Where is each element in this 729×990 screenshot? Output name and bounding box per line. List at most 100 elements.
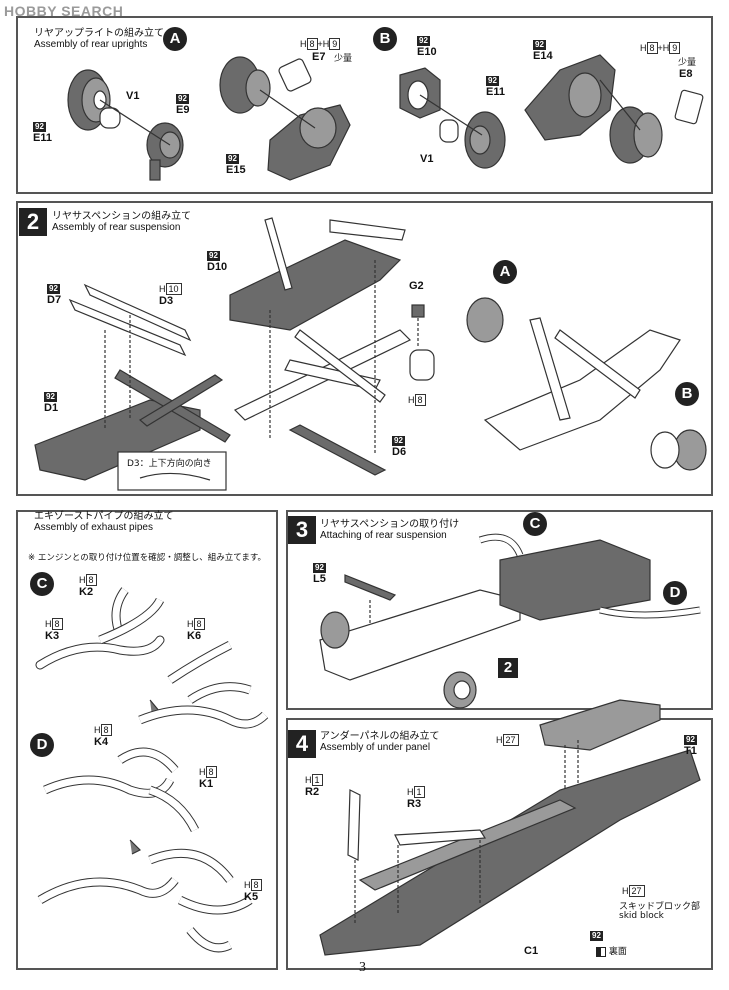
label-e14-text: E14	[533, 50, 553, 62]
label-e11-b: 92 E11	[486, 74, 505, 98]
label-e9: 92 E9	[176, 92, 189, 116]
label-v1-a: V1	[126, 90, 140, 102]
exhaust-marker-c: C	[30, 572, 54, 596]
label-d7: 92 D7	[47, 282, 61, 306]
engine-block	[499, 539, 651, 621]
tag-92: 92	[684, 735, 697, 745]
tag-92: 92	[392, 436, 405, 446]
tag-92: 92	[533, 40, 546, 50]
step3-marker-d: D	[663, 581, 687, 605]
exhaust-title-en: Assembly of exhaust pipes	[34, 522, 153, 533]
tag-92: 92	[207, 251, 220, 261]
step2-title-jp: リヤサスペンションの組み立て	[52, 211, 192, 222]
label-e11-a: 92 E11	[33, 120, 52, 144]
page-number: 3	[359, 960, 366, 975]
label-t1-text: T1	[684, 745, 697, 757]
step4-title-jp: アンダーパネルの組み立て	[320, 731, 440, 742]
rear-uprights-title-en: Assembly of rear uprights	[34, 39, 148, 50]
hub-assembly-a	[67, 69, 184, 181]
label-e8: E8	[679, 68, 693, 80]
label-k6-text: K6	[187, 630, 202, 642]
label-d1-text: D1	[44, 402, 59, 414]
tag-92: 92	[486, 76, 499, 86]
label-d10: 92 D10	[207, 249, 227, 273]
label-k4-text: K4	[94, 736, 109, 748]
label-k3-text: K3	[45, 630, 60, 642]
exhaust-note: ※ エンジンとの取り付け位置を確認・調整し、組み立てます。	[28, 553, 266, 563]
exhaust-marker-d: D	[30, 733, 54, 757]
label-e15: 92 E15	[226, 152, 246, 176]
step2-marker-a: A	[493, 260, 517, 284]
part-d10	[229, 239, 402, 331]
glue-amount-b: 少量	[678, 58, 697, 68]
panel-rear-uprights	[16, 16, 713, 194]
label-e10: 92 E10	[417, 34, 437, 58]
step2-title-en: Assembly of rear suspension	[52, 222, 181, 233]
skid-block-en: skid block	[619, 911, 664, 921]
part-d1	[34, 399, 201, 481]
label-d3-text: D3	[159, 295, 174, 307]
step3-marker-c: C	[523, 512, 547, 536]
upright-assembly-e15	[219, 56, 351, 181]
label-e15-text: E15	[226, 164, 246, 176]
label-e11-a-text: E11	[33, 132, 52, 144]
label-d10-text: D10	[207, 261, 228, 273]
label-k5-text: K5	[244, 891, 259, 903]
label-e11-b-text: E11	[486, 86, 505, 98]
step3-ref-step2: 2	[498, 658, 518, 678]
hobby-search-logo: HOBBY SEARCH	[4, 3, 124, 19]
label-l5: 92 L5	[313, 561, 326, 585]
reverse-side-label: 裏面	[596, 944, 627, 957]
label-r3-text: R3	[407, 798, 422, 810]
tag-92: 92	[417, 36, 430, 46]
label-e9-text: E9	[176, 104, 190, 116]
part-d3	[68, 298, 187, 357]
exhaust-title-jp: エキゾーストパイプの組み立て	[34, 511, 174, 522]
step3-title-en: Attaching of rear suspension	[320, 530, 447, 541]
label-d7-text: D7	[47, 294, 62, 306]
label-e14: 92 E14	[533, 38, 553, 62]
tag-92: 92	[590, 931, 603, 941]
step2-marker-b: B	[675, 382, 699, 406]
step4-title-en: Assembly of under panel	[320, 742, 431, 753]
label-r2-text: R2	[305, 786, 320, 798]
part-d6	[288, 424, 387, 476]
checker-icon	[596, 946, 606, 957]
panel-step2	[16, 201, 713, 496]
glue-amount-a: 少量	[334, 54, 353, 64]
skid-block	[358, 799, 577, 891]
tag-92: 92	[33, 122, 46, 132]
tag-92-bottom: 92	[590, 929, 603, 941]
part-r2	[347, 789, 361, 861]
label-g2: G2	[409, 280, 424, 292]
panel-exhaust	[16, 510, 278, 970]
part-t1	[539, 699, 661, 751]
step2-number: 2	[19, 208, 47, 236]
part-r3	[394, 829, 487, 846]
label-c1: C1	[524, 945, 539, 957]
d3-orientation-note: D3：上下方向の向き	[127, 459, 212, 469]
step3-title-jp: リヤサスペンションの取り付け	[320, 519, 460, 530]
assembled-suspension	[483, 329, 681, 451]
chassis-rear	[319, 589, 521, 681]
part-d7	[83, 283, 192, 342]
tag-92: 92	[44, 392, 57, 402]
panel-step3	[286, 510, 713, 710]
tag-92: 92	[313, 563, 326, 573]
marker-b: B	[373, 27, 397, 51]
rear-uprights-title-jp: リヤアップライトの組み立て	[34, 28, 164, 39]
